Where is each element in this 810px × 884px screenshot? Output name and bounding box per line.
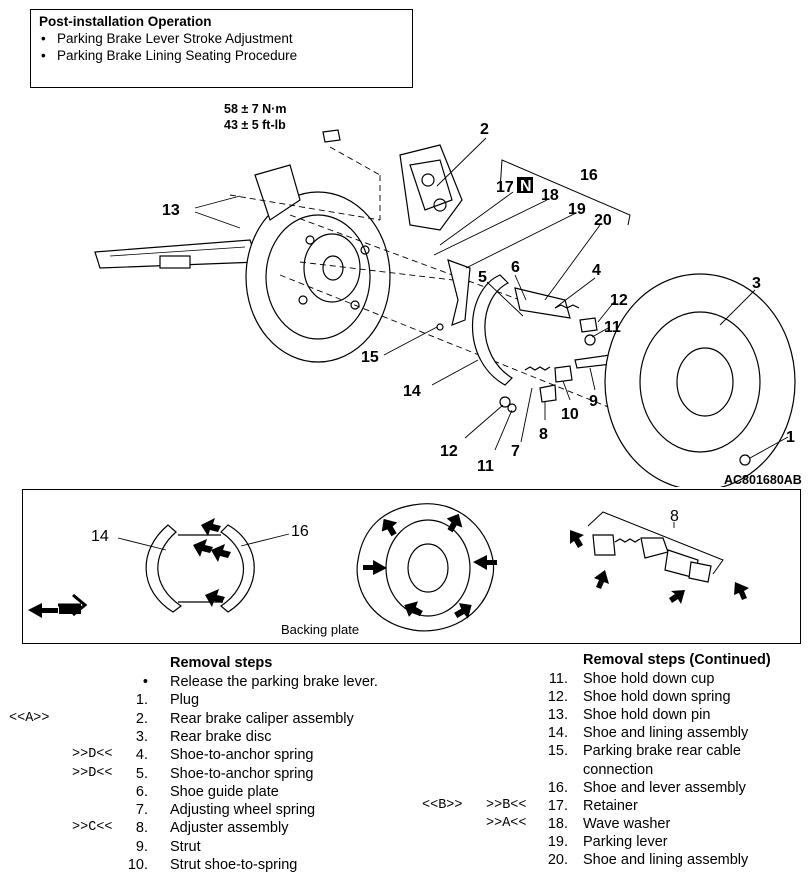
step-number: 19. [547, 833, 568, 850]
step-number: 15. [547, 743, 568, 760]
step-number: 18. [547, 815, 568, 832]
step-number: 10. [127, 857, 148, 873]
step-text: Retainer [583, 797, 638, 814]
callout-9: 9 [589, 393, 598, 410]
step-text: Shoe and lever assembly [583, 779, 746, 796]
step-text: Strut [170, 838, 201, 855]
callout-11-lower: 11 [477, 458, 494, 475]
post-installation-item: Parking Brake Lining Seating Procedure [39, 47, 404, 64]
post-installation-item: Parking Brake Lever Stroke Adjustment [39, 30, 404, 47]
callout-7: 7 [511, 443, 520, 460]
brake-shoe-shape [472, 274, 513, 386]
inset-callout-16: 16 [291, 523, 309, 540]
inset-shoe-left [145, 524, 183, 613]
backing-plate-label: Backing plate [281, 622, 359, 637]
callout-1: 1 [786, 429, 795, 446]
callout-3: 3 [752, 275, 761, 292]
callout-15: 15 [361, 349, 379, 366]
callout-16: 16 [580, 167, 598, 184]
step-number: 4. [135, 747, 148, 764]
step-number: 14. [547, 725, 568, 742]
step-text: Shoe guide plate [170, 783, 279, 800]
callout-10: 10 [561, 406, 579, 423]
callout-5: 5 [478, 269, 487, 286]
step-number: 5. [135, 765, 148, 782]
step-mark-1: <<B>> [422, 797, 463, 813]
step-text: Plug [170, 692, 200, 709]
step-text: Shoe hold down cup [583, 671, 715, 687]
step-number: 7. [135, 802, 148, 819]
callout-12: 12 [610, 292, 628, 309]
torque-nm-label: 58 ± 7 N·m [224, 102, 286, 116]
callout-4: 4 [592, 262, 601, 279]
inset-box: 14 16 8 Backing plate [22, 489, 801, 644]
callout-6: 6 [511, 259, 520, 276]
callout-19: 19 [568, 201, 586, 218]
step-text: Adjuster assembly [170, 820, 289, 837]
step-mark: >>D<< [72, 747, 113, 763]
callout-17: 17 [496, 179, 514, 196]
step-number: 20. [547, 852, 568, 868]
exploded-brake-diagram: 58 ± 7 N·m 43 ± 5 ft-lb 1 2 3 4 5 6 7 8 … [94, 102, 802, 487]
step-text: Shoe and lining assembly [583, 852, 749, 868]
inset-diagram: 14 16 8 Backing plate [28, 503, 749, 637]
step-number: 3. [135, 728, 148, 745]
step-number: 13. [547, 707, 568, 724]
step-number: 17. [547, 797, 568, 814]
inset-callout-14: 14 [91, 528, 109, 545]
callout-8: 8 [539, 426, 548, 443]
step-number: 9. [135, 838, 148, 855]
step-mark-2: >>A<< [486, 815, 527, 831]
figure-code: AC801680AB [724, 473, 802, 487]
inset-callout-8: 8 [670, 508, 679, 525]
step-text: connection [583, 761, 654, 778]
removal-steps-title: Removal steps [170, 655, 273, 671]
callout-2: 2 [480, 121, 489, 138]
step-number: 16. [547, 779, 568, 796]
callout-11: 11 [604, 319, 621, 336]
step-mark: >>D<< [72, 765, 113, 781]
step-number: 6. [135, 783, 148, 800]
n-symbol: N [520, 178, 532, 195]
step-text: Shoe hold down pin [583, 707, 711, 724]
step-text: Shoe hold down spring [583, 689, 731, 706]
callout-18: 18 [541, 187, 559, 204]
step-text: Adjusting wheel spring [170, 802, 316, 819]
step-text: Release the parking brake lever. [170, 674, 378, 690]
step-text: Shoe-to-anchor spring [170, 747, 314, 764]
inset-adjuster [592, 534, 616, 556]
callout-13: 13 [162, 202, 180, 219]
step-number: 8. [135, 820, 148, 837]
callout-14: 14 [403, 383, 421, 400]
step-number: 2. [135, 710, 148, 727]
step-text: Parking lever [583, 833, 668, 850]
step-text: Shoe and lining assembly [583, 725, 749, 742]
step-text: Strut shoe-to-spring [170, 857, 298, 873]
callout-20: 20 [594, 212, 612, 229]
step-text: Parking brake rear cable [583, 743, 741, 760]
step-mark: >>C<< [72, 820, 113, 836]
step-number: • [142, 674, 148, 690]
step-number: 11. [548, 671, 568, 687]
step-text: Wave washer [583, 815, 671, 832]
step-text: Shoe-to-anchor spring [170, 765, 314, 782]
step-text: Rear brake caliper assembly [170, 710, 354, 727]
torque-ftlb-label: 43 ± 5 ft-lb [224, 118, 286, 132]
step-mark-2: >>B<< [486, 797, 527, 813]
inset-shoe-right [220, 524, 255, 613]
callout-12-lower: 12 [440, 443, 458, 460]
parking-lever-shape [447, 259, 471, 326]
step-text: Rear brake disc [170, 728, 272, 745]
n-symbol-box [517, 177, 533, 193]
removal-steps-continued-title: Removal steps (Continued) [583, 652, 771, 668]
step-mark: <<A>> [9, 710, 50, 726]
post-installation-box: Post-installation Operation Parking Brak… [30, 9, 413, 88]
post-installation-title: Post-installation Operation [39, 14, 212, 29]
step-number: 1. [135, 692, 148, 709]
step-number: 12. [547, 689, 568, 706]
